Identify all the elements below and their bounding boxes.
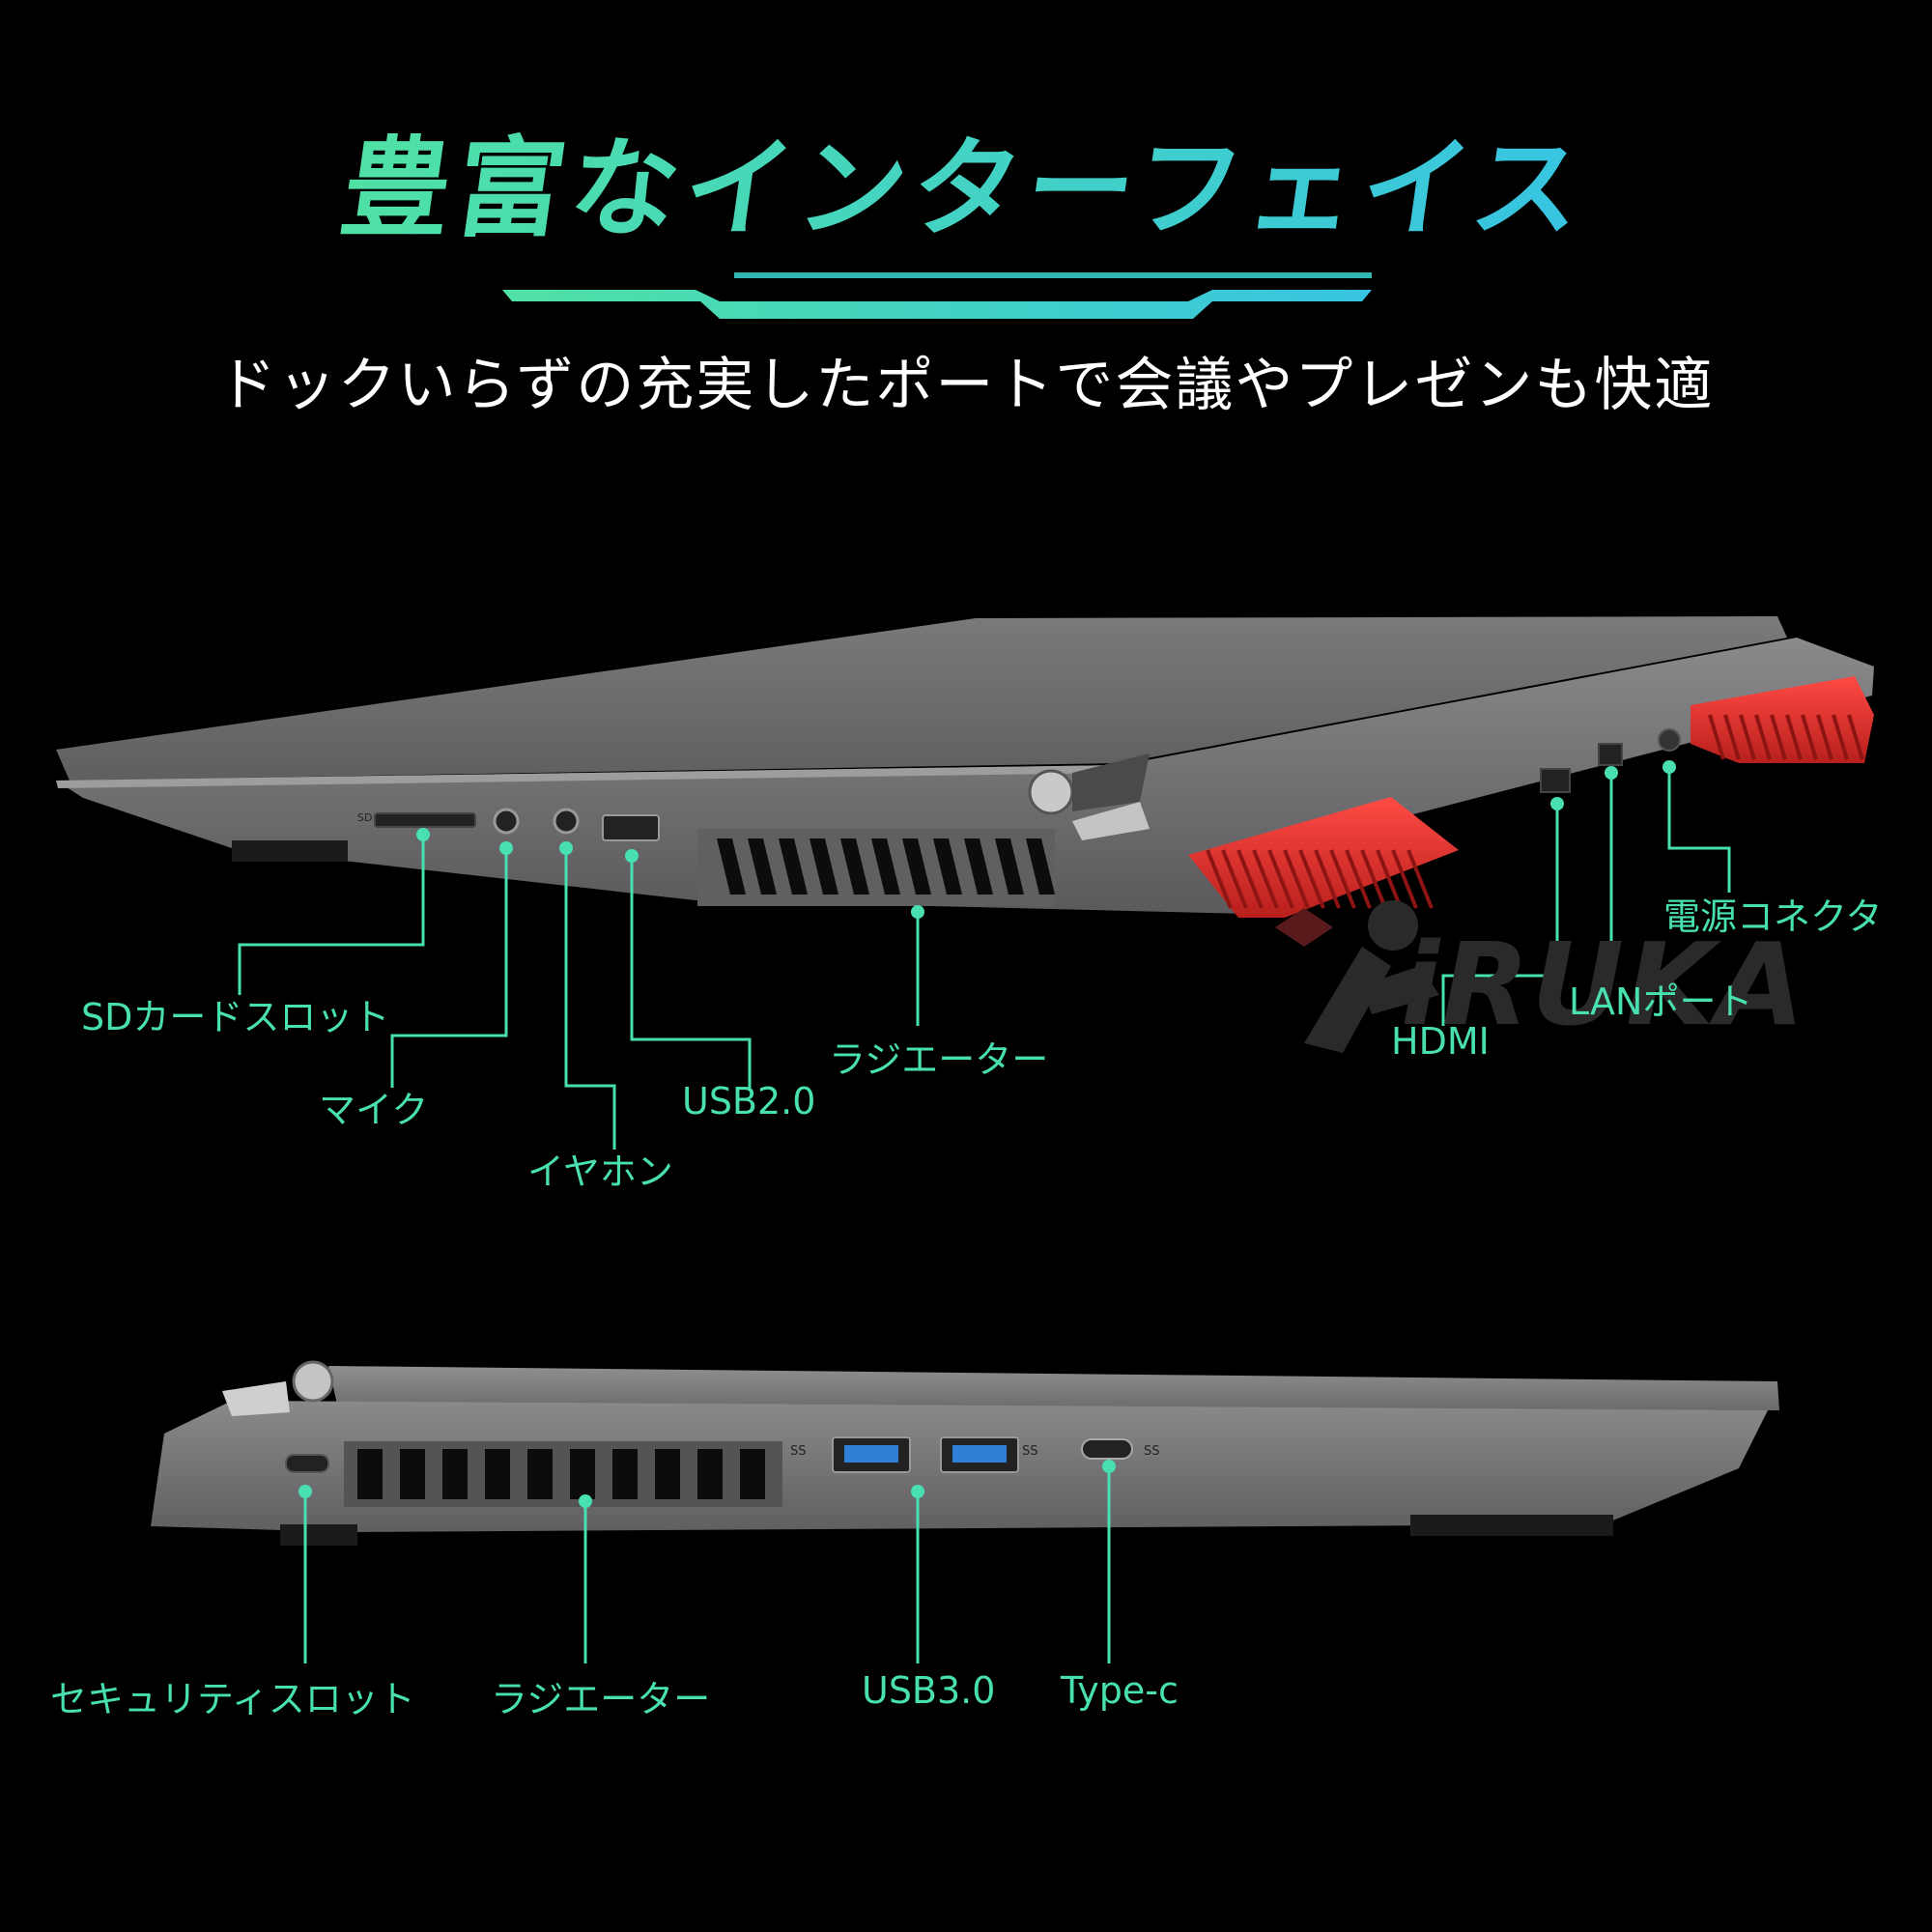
leader-hdmi-dot [1550,797,1564,810]
vent-slot [527,1449,553,1499]
sd-mark: SD [357,811,372,824]
red-vent-fin [1206,849,1233,909]
leader-radiator-top-dot [911,905,924,919]
leader-hdmi [1441,804,1559,1026]
leader-lan-dot [1605,766,1618,780]
leader-radiator-bottom-dot [579,1494,592,1508]
vent-slot [655,1449,680,1499]
red-vent-fin [1832,714,1849,760]
vent-slot [871,838,900,895]
leader-power-dot [1662,760,1676,774]
vent-slot [697,1449,723,1499]
leader-sd [238,835,425,995]
label-radiator-bottom: ラジエーター [491,1678,711,1720]
leader-earphone [564,848,616,1150]
leader-earphone-dot [559,841,573,855]
red-vent-fin [1345,849,1372,909]
leader-usb2 [630,856,752,1088]
red-vent-fin [1754,714,1772,760]
label-radiator-top: ラジエーター [829,1038,1049,1081]
red-vent-fin [1739,714,1756,760]
vent-slot [740,1449,765,1499]
red-vent-fin [1314,849,1341,909]
red-vent-fin [1723,714,1741,760]
vent-slot [485,1449,510,1499]
red-vent-fin [1283,849,1310,909]
label-sd-card-slot: SDカードスロット [81,996,390,1038]
label-mic: マイク [319,1089,429,1131]
vent-slot [810,838,838,895]
label-lan-port: LANポート [1569,980,1753,1023]
vent-slot [964,838,993,895]
red-vent-fin [1785,714,1803,760]
red-vent-fin [1708,714,1725,760]
red-vent-fin [1816,714,1833,760]
vent-slot [442,1449,468,1499]
leader-power [1667,767,1731,893]
label-hdmi: HDMI [1391,1020,1490,1063]
red-vent-fin [1847,714,1864,760]
page-subtitle: ドックいらずの充実したポートで会議やプレゼンも快適 [217,352,1715,419]
leader-usb3-dot [911,1485,924,1498]
label-power-connector: 電源コネクタ [1663,895,1883,938]
red-vent-fin [1801,714,1818,760]
leader-mic [390,848,508,1088]
label-usb3: USB3.0 [862,1669,996,1712]
vent-slot [357,1449,383,1499]
label-security-slot: セキュリティスロット [50,1678,415,1720]
red-vent-fin [1406,849,1434,909]
vent-slot [779,838,808,895]
leader-usb2-dot [625,849,639,863]
leader-mic-dot [499,841,513,855]
leader-security-dot [298,1485,312,1498]
red-vent-fin [1252,849,1279,909]
iruka-logo-text: iRUKA [1401,918,1806,1051]
vent-slot [933,838,962,895]
vent-slot [717,838,746,895]
vent-slot [1026,838,1055,895]
vent-slot [748,838,777,895]
red-vent-fin [1236,849,1264,909]
red-vent-fin [1376,849,1403,909]
vent-slot [995,838,1024,895]
svg-text:SS: SS [1022,1444,1038,1459]
label-type-c: Type-c [1061,1669,1179,1712]
red-vent-fin [1298,849,1325,909]
vent-slot [840,838,869,895]
vent-slot [400,1449,425,1499]
red-vent-fin [1391,849,1418,909]
label-earphone: イヤホン [527,1151,673,1193]
leader-type-c-dot [1102,1460,1116,1473]
red-vent-fin [1267,849,1294,909]
red-vent-fin [1360,849,1387,909]
leader-sd-dot [416,828,430,841]
vent-slot [902,838,931,895]
red-vent-fin [1329,849,1356,909]
ss-mark: SS [790,1444,807,1459]
vent-slot [612,1449,638,1499]
red-vent-fin [1221,849,1248,909]
iruka-logo [1275,900,1439,1053]
red-vent-fin [1770,714,1787,760]
label-usb2: USB2.0 [682,1080,816,1122]
vent-slot [570,1449,595,1499]
svg-text:SS: SS [1144,1444,1160,1459]
